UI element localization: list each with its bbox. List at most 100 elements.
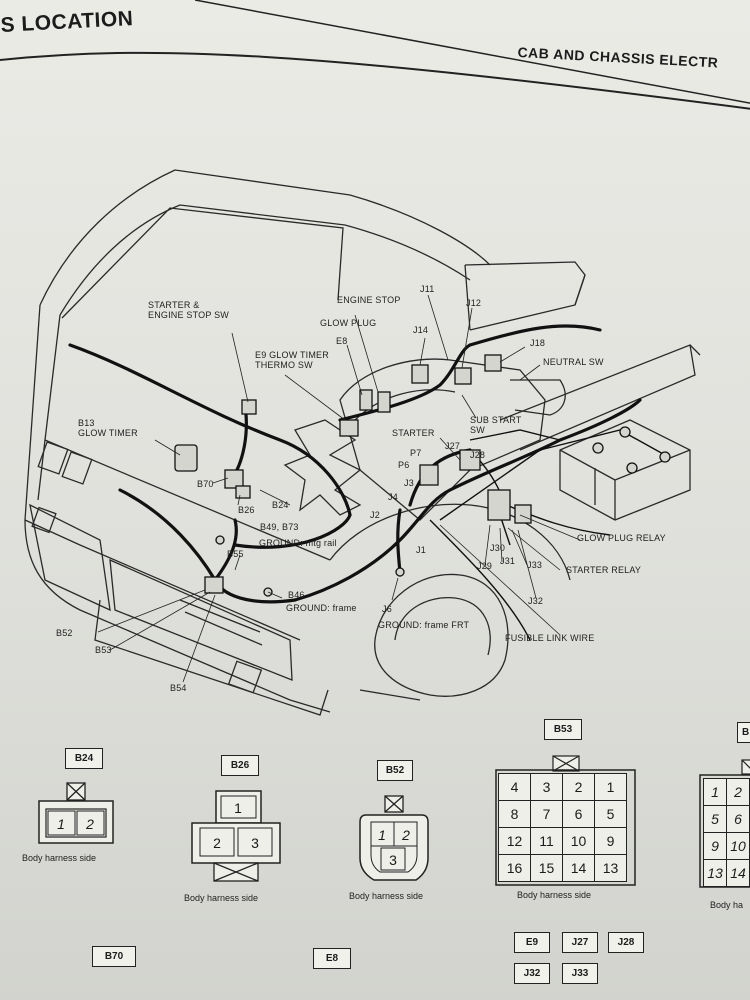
- b53-pin: 13: [594, 854, 627, 882]
- cab-outline: [24, 169, 701, 716]
- b53-pin: 15: [530, 854, 563, 882]
- label-p7: P7: [410, 448, 422, 458]
- connector-tag-j33: J33: [562, 963, 598, 984]
- b24-pin: 2: [85, 816, 94, 832]
- b53-pin: 2: [562, 773, 595, 801]
- connector-tag-j32: J32: [514, 963, 550, 984]
- label-ground-mtg-rail: GROUND: mtg rail: [259, 538, 337, 548]
- partial-pin-row: 9 10: [703, 832, 750, 860]
- partial-pin: 13: [703, 859, 727, 887]
- label-starter-relay: STARTER RELAY: [566, 565, 642, 575]
- label-ground-frame-frt: GROUND: frame FRT: [378, 620, 470, 630]
- connector-tag-b52: B52: [377, 760, 413, 781]
- b53-pin: 8: [498, 800, 531, 828]
- label-starter: STARTER: [392, 428, 435, 438]
- partial-pin-row: 1 2: [703, 778, 750, 806]
- connector-side-label: Body harness side: [517, 890, 592, 900]
- partial-pin-row: 5 6: [703, 805, 750, 833]
- b52-pin: 3: [389, 852, 397, 868]
- b53-pin: 12: [498, 827, 531, 855]
- partial-pin: 2: [726, 778, 750, 806]
- label-j12: J12: [466, 298, 482, 308]
- connector-tag-j28: J28: [608, 932, 644, 953]
- label-j18: J18: [530, 338, 546, 348]
- label-j31: J31: [500, 556, 516, 566]
- label-j29: J29: [477, 561, 493, 571]
- connector-tag-j27: J27: [562, 932, 598, 953]
- connector-b24-diagram: 1 2: [38, 782, 114, 844]
- partial-pin: 1: [703, 778, 727, 806]
- b53-pin: 10: [562, 827, 595, 855]
- label-j1: J1: [416, 545, 426, 555]
- label-b13-glow-timer: B13 GLOW TIMER: [78, 418, 138, 438]
- label-j3: J3: [404, 478, 414, 488]
- b53-pin: 3: [530, 773, 563, 801]
- partial-pin: 10: [726, 832, 750, 860]
- b53-pin-row: 16 15 14 13: [498, 854, 627, 882]
- leader-lines: [97, 294, 581, 683]
- label-b24: B24: [272, 500, 289, 510]
- label-p6: P6: [398, 460, 410, 470]
- label-e8: E8: [336, 336, 348, 346]
- b53-pin-row: 12 11 10 9: [498, 827, 627, 855]
- label-b49-b73: B49, B73: [260, 522, 299, 532]
- connector-tag-b26: B26: [221, 755, 259, 776]
- b24-pin: 1: [57, 816, 65, 832]
- b53-pin: 1: [594, 773, 627, 801]
- label-neutral-sw: NEUTRAL SW: [543, 357, 604, 367]
- label-j27: J27: [445, 441, 461, 451]
- b53-pin: 14: [562, 854, 595, 882]
- label-j6: J6: [382, 604, 392, 614]
- label-b53: B53: [95, 645, 112, 655]
- b52-pin: 2: [401, 827, 410, 843]
- label-fusible-link-wire: FUSIBLE LINK WIRE: [505, 633, 595, 643]
- connector-side-label: Body ha: [710, 900, 744, 910]
- connector-tag-b53: B53: [544, 719, 582, 740]
- b53-pin: 7: [530, 800, 563, 828]
- label-j2: J2: [370, 510, 380, 520]
- connector-tag-partial: B: [737, 722, 750, 743]
- label-glow-plug: GLOW PLUG: [320, 318, 377, 328]
- label-j4: J4: [388, 492, 398, 502]
- header-rule: [0, 51, 750, 110]
- connector-b26-diagram: 1 2 3: [191, 790, 281, 882]
- header-rule-top: [194, 0, 750, 104]
- label-b26: B26: [238, 505, 255, 515]
- b53-pin-row: 4 3 2 1: [498, 773, 627, 801]
- b53-pin-row: 8 7 6 5: [498, 800, 627, 828]
- label-j14: J14: [413, 325, 429, 335]
- wiring-harness: [68, 324, 642, 604]
- connector-partial-frame: [699, 759, 750, 888]
- label-j30: J30: [490, 543, 506, 553]
- connector-side-label: Body harness side: [349, 891, 424, 901]
- b26-pin: 3: [251, 835, 259, 851]
- connector-partial-pin-grid: 1 2 5 6 9 10 13 14: [703, 778, 750, 887]
- b53-pin: 4: [498, 773, 531, 801]
- label-b55: B55: [227, 549, 244, 559]
- components: [174, 354, 671, 597]
- label-e9-glow-timer-thermo-sw: E9 GLOW TIMER THERMO SW: [255, 350, 329, 370]
- label-b70: B70: [197, 479, 214, 489]
- b52-pin: 1: [378, 827, 386, 843]
- label-j32: J32: [528, 596, 544, 606]
- label-sub-start-sw: SUB START SW: [470, 415, 522, 435]
- connector-b52-diagram: 1 2 3: [359, 795, 429, 881]
- partial-pin: 5: [703, 805, 727, 833]
- partial-pin-row: 13 14: [703, 859, 750, 887]
- label-j11: J11: [420, 284, 435, 294]
- partial-pin: 9: [703, 832, 727, 860]
- b26-pin: 1: [234, 800, 242, 816]
- label-glow-plug-relay: GLOW PLUG RELAY: [577, 533, 666, 543]
- connector-side-label: Body harness side: [22, 853, 97, 863]
- label-j33: J33: [527, 560, 543, 570]
- connector-b53-pin-grid: 4 3 2 1 8 7 6 5 12 11 10 9 16 15 14 13: [498, 773, 627, 882]
- partial-pin: 14: [726, 859, 750, 887]
- connector-tag-b24: B24: [65, 748, 103, 769]
- label-b52: B52: [56, 628, 73, 638]
- label-ground-frame: GROUND: frame: [286, 603, 357, 613]
- connector-b53-frame: [495, 755, 636, 886]
- b53-pin: 16: [498, 854, 531, 882]
- label-j28: J28: [470, 450, 486, 460]
